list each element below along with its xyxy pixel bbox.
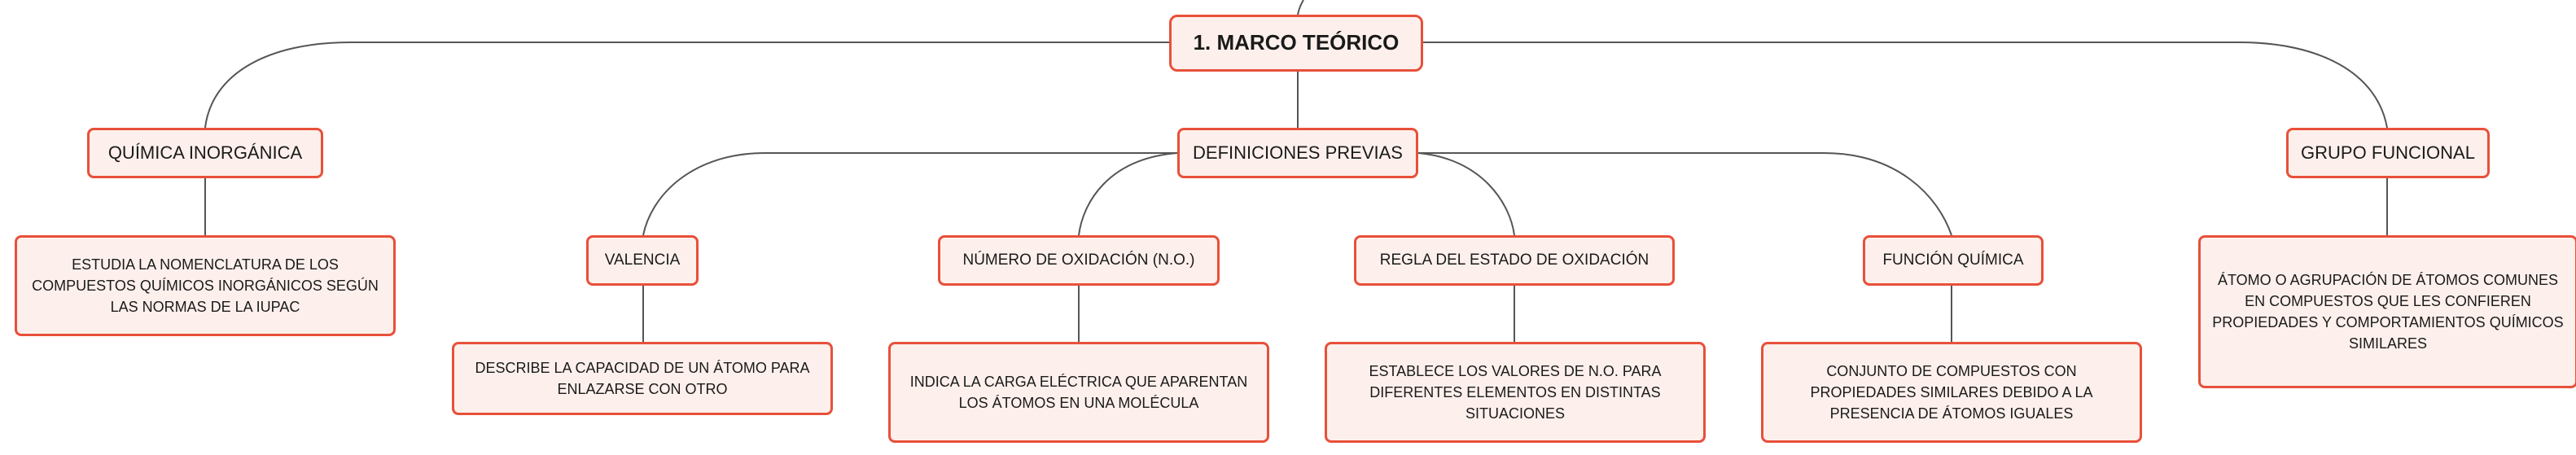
- node-valencia[interactable]: VALENCIA: [586, 235, 699, 286]
- desc-grupo-funcional[interactable]: ÁTOMO O AGRUPACIÓN DE ÁTOMOS COMUNES EN …: [2198, 235, 2576, 388]
- root-node[interactable]: 1. MARCO TEÓRICO: [1169, 15, 1423, 72]
- desc-funcion-quimica[interactable]: CONJUNTO DE COMPUESTOS CON PROPIEDADES S…: [1761, 342, 2142, 443]
- node-definiciones-previas[interactable]: DEFINICIONES PREVIAS: [1177, 128, 1418, 178]
- connector-root-grupo: [1423, 42, 2388, 129]
- connector-definiciones-oxidacion: [1078, 152, 1178, 236]
- connector-definiciones-funcion: [1418, 152, 1952, 236]
- desc-quimica-inorganica[interactable]: ESTUDIA LA NOMENCLATURA DE LOS COMPUESTO…: [15, 235, 396, 336]
- desc-valencia[interactable]: DESCRIBE LA CAPACIDAD DE UN ÁTOMO PARA E…: [452, 342, 833, 415]
- node-numero-oxidacion[interactable]: NÚMERO DE OXIDACIÓN (N.O.): [938, 235, 1220, 286]
- desc-regla-estado-oxidacion[interactable]: ESTABLECE LOS VALORES DE N.O. PARA DIFER…: [1325, 342, 1706, 443]
- node-regla-estado-oxidacion[interactable]: REGLA DEL ESTADO DE OXIDACIÓN: [1354, 235, 1675, 286]
- connector-root-parent: [1297, 0, 1304, 15]
- connector-definiciones-valencia: [642, 152, 1177, 236]
- desc-numero-oxidacion[interactable]: INDICA LA CARGA ELÉCTRICA QUE APARENTAN …: [888, 342, 1269, 443]
- connector-definiciones-regla: [1417, 152, 1515, 236]
- node-grupo-funcional[interactable]: GRUPO FUNCIONAL: [2286, 128, 2490, 178]
- node-quimica-inorganica[interactable]: QUÍMICA INORGÁNICA: [87, 128, 323, 178]
- node-funcion-quimica[interactable]: FUNCIÓN QUÍMICA: [1863, 235, 2044, 286]
- connector-root-quimica: [204, 42, 1169, 129]
